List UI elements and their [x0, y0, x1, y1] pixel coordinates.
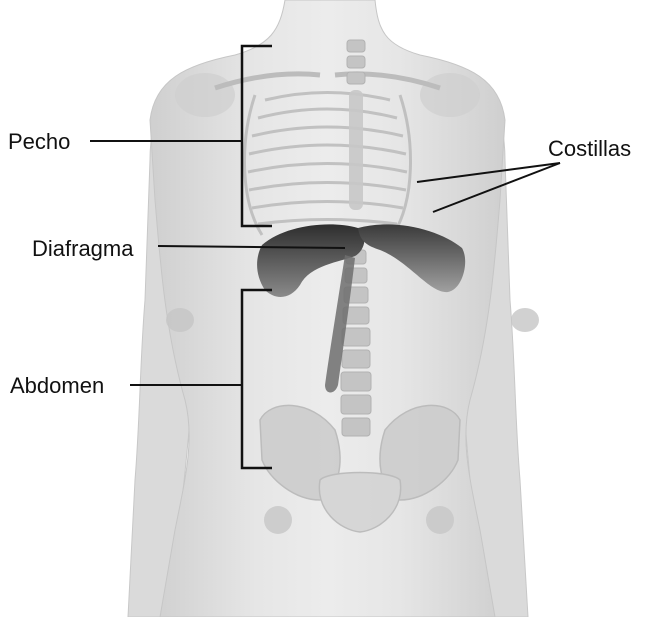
abdomen-label: Abdomen	[10, 375, 104, 397]
diaphragm-label: Diafragma	[32, 238, 133, 260]
sternum	[349, 90, 363, 210]
chest-label: Pecho	[8, 131, 70, 153]
ribs-label: Costillas	[548, 138, 631, 160]
